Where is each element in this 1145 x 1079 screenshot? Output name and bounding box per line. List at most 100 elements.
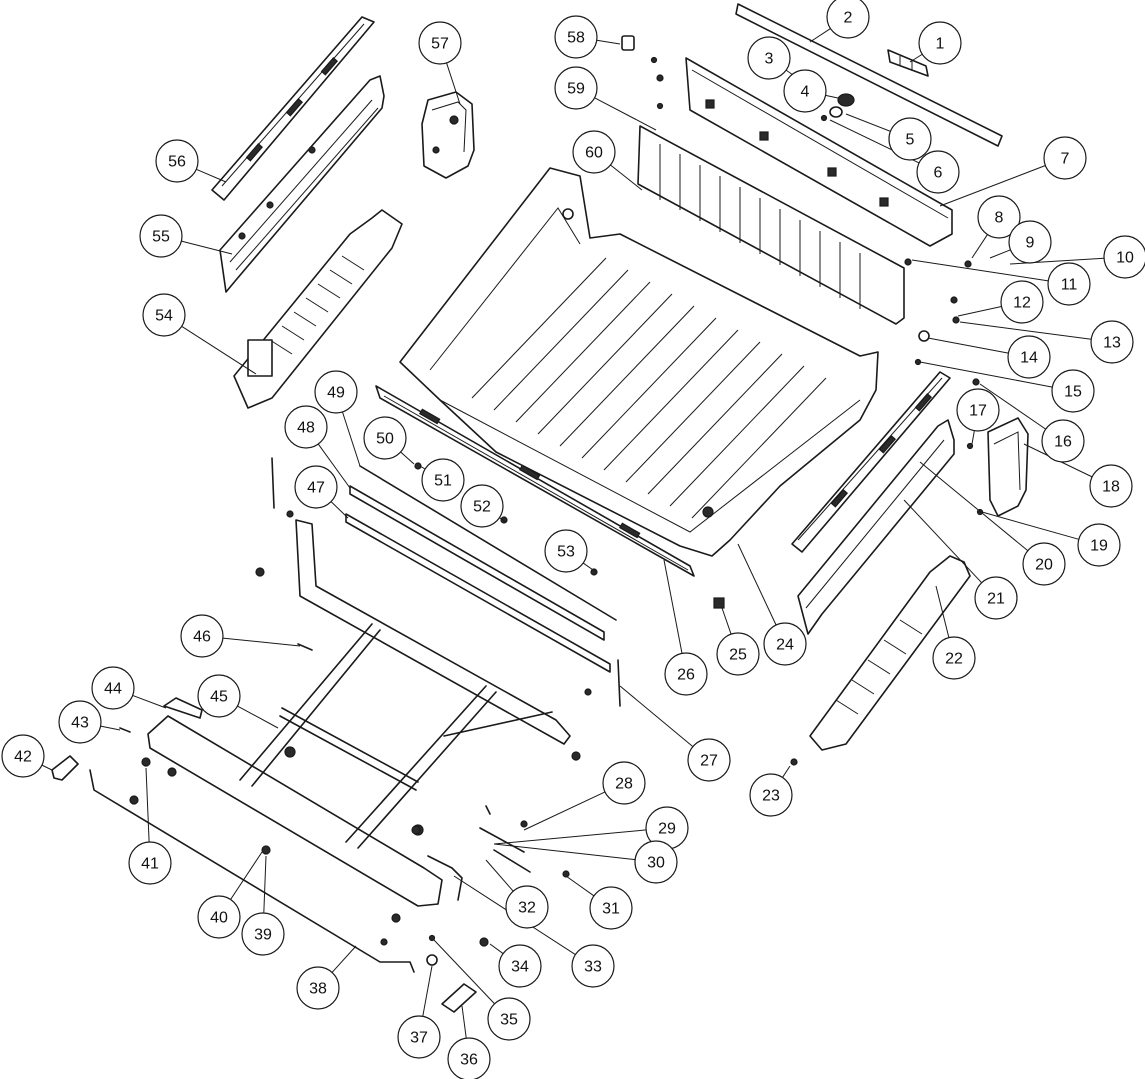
part-44-latch [163, 697, 203, 719]
part-7-upper-panel [685, 57, 953, 247]
callout-number: 56 [168, 154, 186, 171]
leader-line-9 [989, 249, 1011, 259]
part-54-fender-liner-left [233, 209, 403, 409]
callout-circle [571, 944, 615, 988]
leader-line-19 [981, 511, 1079, 540]
callout-circle [554, 66, 598, 110]
callout-circle [602, 761, 646, 805]
leader-lines [41, 28, 1105, 1039]
part-47-long-rail [345, 513, 611, 673]
callout-number: 55 [152, 229, 170, 246]
leader-line-53 [582, 562, 597, 573]
callout-number: 58 [567, 30, 585, 47]
callout-number: 35 [500, 1012, 518, 1029]
callout-9: 9 [1008, 220, 1052, 264]
callout-54: 54 [142, 293, 186, 337]
callout-24: 24 [763, 622, 807, 666]
leader-line-15 [919, 361, 1053, 388]
callout-number: 14 [1020, 350, 1038, 367]
leader-line-49 [342, 411, 361, 467]
callout-number: 31 [602, 901, 620, 918]
callout-circle [418, 21, 462, 65]
part-18-corner-bracket-right [987, 417, 1029, 517]
part-33-handle [427, 855, 463, 901]
callout-number: 22 [945, 651, 963, 668]
callout-circle [58, 700, 102, 744]
callout-circle [197, 674, 241, 718]
callout-37: 37 [397, 1015, 441, 1059]
callout-circle [1007, 335, 1051, 379]
callout-circle [1089, 464, 1133, 508]
callout-number: 42 [14, 749, 32, 766]
leader-line-54 [181, 325, 257, 375]
part-60-bed-tub [399, 167, 879, 557]
callout-41: 41 [128, 841, 172, 885]
callout-circle [397, 1015, 441, 1059]
callout-number: 27 [700, 753, 718, 770]
callout-circle [572, 130, 616, 174]
leader-line-48 [317, 443, 351, 489]
callout-35: 35 [487, 997, 531, 1041]
leader-line-2 [809, 28, 831, 43]
small-fasteners-top [650, 56, 664, 110]
callout-number: 34 [511, 959, 529, 976]
callout-circle [447, 1037, 491, 1079]
leader-line-39 [263, 855, 267, 914]
callout-16: 16 [1041, 419, 1085, 463]
leader-line-20 [919, 461, 1029, 552]
callout-49: 49 [314, 370, 358, 414]
callout-31: 31 [589, 886, 633, 930]
callout-7: 7 [1043, 136, 1087, 180]
callout-circle [716, 632, 760, 676]
callout-51: 51 [421, 458, 465, 502]
leader-line-35 [433, 939, 495, 1005]
callout-number: 20 [1035, 557, 1053, 574]
leader-line-1 [909, 53, 923, 63]
callout-circle [1, 734, 45, 778]
callout-circle [91, 666, 135, 710]
callout-23: 23 [749, 773, 793, 817]
leader-line-21 [903, 499, 982, 584]
leader-line-17 [971, 430, 975, 445]
leader-line-11 [911, 259, 1049, 282]
callout-59: 59 [554, 66, 598, 110]
leader-line-57 [446, 62, 461, 105]
callout-circle [142, 293, 186, 337]
callout-number: 38 [309, 981, 327, 998]
callout-30: 30 [634, 840, 678, 884]
callout-46: 46 [180, 614, 224, 658]
callout-number: 13 [1103, 335, 1121, 352]
callout-5: 5 [888, 117, 932, 161]
leader-line-45 [237, 705, 279, 729]
leader-line-40 [230, 851, 263, 900]
callout-47: 47 [294, 465, 338, 509]
callout-circle [932, 636, 976, 680]
callout-57: 57 [418, 21, 462, 65]
callout-circle [139, 214, 183, 258]
callout-number: 12 [1013, 295, 1031, 312]
callout-number: 37 [410, 1030, 428, 1047]
callout-3: 3 [747, 36, 791, 80]
callout-55: 55 [139, 214, 183, 258]
callout-number: 24 [776, 637, 794, 654]
leader-line-42 [41, 764, 53, 771]
callout-circle [554, 15, 598, 59]
callout-circle [498, 944, 542, 988]
callout-12: 12 [1000, 280, 1044, 324]
callout-circle [956, 388, 1000, 432]
callout-number: 25 [729, 647, 747, 664]
callout-circle [1008, 220, 1052, 264]
callout-number: 9 [1026, 235, 1035, 252]
leader-line-46 [222, 637, 301, 647]
callout-circle [747, 36, 791, 80]
callout-48: 48 [284, 405, 328, 449]
callout-26: 26 [664, 652, 708, 696]
leader-line-22 [935, 585, 950, 638]
callout-circle [460, 484, 504, 528]
callout-number: 48 [297, 420, 315, 437]
leader-line-52 [499, 517, 507, 523]
part-21-inner-panel-right [797, 419, 955, 635]
callout-19: 19 [1077, 523, 1121, 567]
callout-circle [918, 21, 962, 65]
